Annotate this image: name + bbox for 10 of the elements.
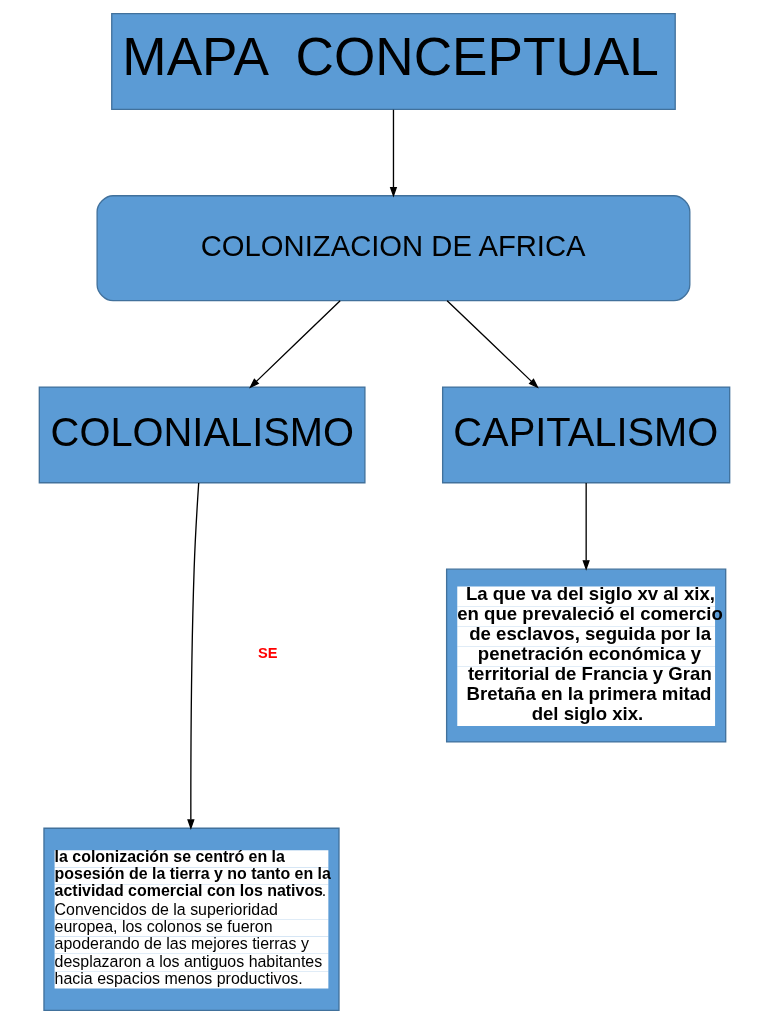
node-box: COLONIALISMO bbox=[38, 386, 366, 484]
arrow bbox=[581, 482, 590, 571]
arrow bbox=[186, 482, 199, 830]
arrow bbox=[389, 109, 397, 198]
arrow bbox=[445, 300, 539, 389]
node-box: CAPITALISMO bbox=[441, 386, 730, 484]
label: SE bbox=[257, 644, 277, 661]
node-box: COLONIZACION DE AFRICA bbox=[95, 195, 690, 302]
node-box: MAPA CONCEPTUAL bbox=[110, 13, 676, 110]
arrow bbox=[248, 300, 341, 389]
